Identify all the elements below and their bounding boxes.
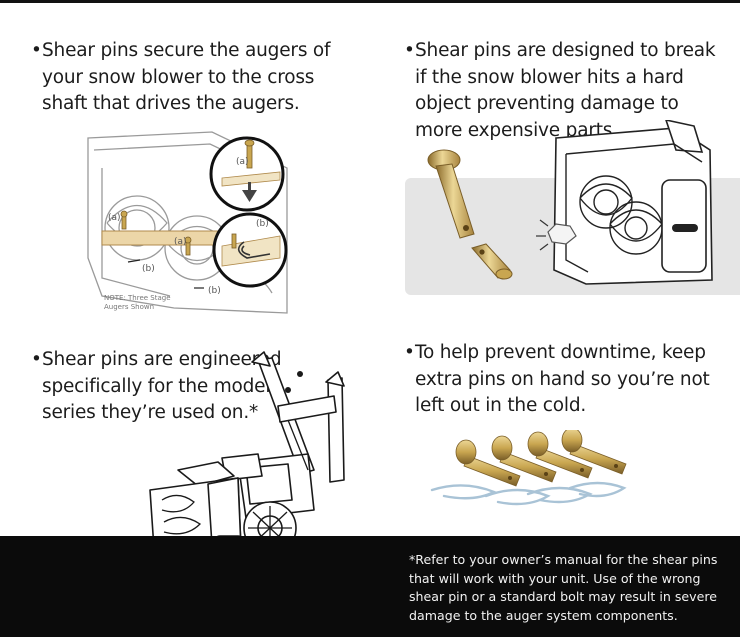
broken-shear-pin-icon	[427, 149, 513, 280]
callout-label-a: (a)	[236, 157, 249, 167]
callout-label-b: (b)	[256, 219, 269, 229]
diagram-label-a: (a)	[108, 213, 121, 223]
diagram-note: NOTE: Three Stage	[104, 294, 171, 302]
bullet-downtime-text: To help prevent downtime, keep extra pin…	[415, 342, 710, 416]
diagram-label-a: (a)	[174, 237, 187, 247]
bullet-secure-text: Shear pins secure the augers of your sno…	[42, 40, 331, 114]
diagram-label-b: (b)	[208, 286, 221, 296]
diagram-note: Augers Shown	[104, 303, 154, 311]
footer-disclaimer: *Refer to your owner’s manual for the sh…	[409, 552, 718, 623]
auger-diagram: (a) (b) (a) (b) NOTE: Three Stage Augers…	[87, 131, 288, 314]
bullet-marker: •	[31, 349, 42, 370]
bullet-secure-augers: • Shear pins secure the augers of your s…	[31, 38, 342, 118]
bullet-marker: •	[31, 40, 42, 61]
bullet-designed-to-break: • Shear pins are designed to break if th…	[404, 38, 725, 144]
top-rule	[0, 0, 740, 3]
auger-housing-icon	[536, 120, 713, 285]
bullet-marker: •	[404, 342, 415, 363]
bullet-engineered-text: Shear pins are engineered specifically f…	[42, 349, 282, 423]
spare-shear-pins-icon	[430, 430, 627, 506]
bullet-engineered: • Shear pins are engineered specifically…	[31, 347, 302, 427]
footer-band	[0, 536, 740, 637]
diagram-label-b: (b)	[142, 264, 155, 274]
bullet-prevent-downtime: • To help prevent downtime, keep extra p…	[404, 340, 715, 420]
bullet-marker: •	[404, 40, 415, 61]
bullet-break-text: Shear pins are designed to break if the …	[415, 40, 716, 141]
